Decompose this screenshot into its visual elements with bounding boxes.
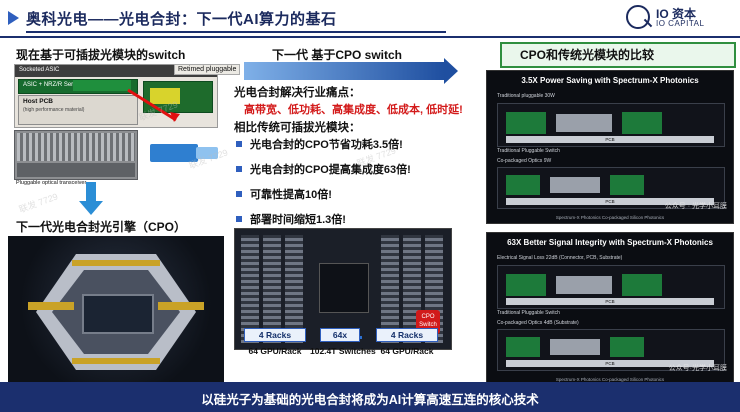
slide-watermark: 公众号·光学小耳膜 <box>668 365 727 372</box>
next-gen-title: 下一代 基于CPO switch <box>272 48 403 62</box>
host-pcb-block: Host PCB (high performance material) <box>18 95 138 125</box>
signal-row1-panel: PCB <box>497 265 725 309</box>
red-arrow-icon <box>124 86 194 126</box>
power-row1-panel: PCB <box>497 103 725 147</box>
list-item: 光电合封的CPO提高集成度63倍! <box>236 161 450 177</box>
signal-row2-label: Traditional Pluggable Switch <box>497 310 560 316</box>
socketed-asic-label: Socketed ASIC <box>19 67 60 73</box>
rack-box-left: 4 Racks <box>244 328 306 342</box>
footer-text: 以硅光子为基础的光电合封将成为AI计算高速互连的核心技术 <box>201 393 539 407</box>
asic-block <box>73 80 131 91</box>
logo-text-cn: IO 资本 <box>656 7 697 21</box>
pcb-layer: PCB <box>506 198 714 205</box>
optical-engine-block <box>610 337 644 357</box>
signal-row3-panel: PCB <box>497 329 725 371</box>
power-row3-panel: PCB <box>497 167 725 209</box>
page-watermark: 联发 7729 <box>17 191 60 215</box>
host-pcb-label: Host PCB <box>23 98 53 105</box>
pain-point-heading: 光电合封解决行业痛点： <box>234 87 361 99</box>
signal-integrity-slide: 63X Better Signal Integrity with Spectru… <box>486 232 734 386</box>
brand-logo: IO 资本 IO CAPITAL <box>626 4 730 34</box>
logo-mark-icon <box>626 5 650 29</box>
pain-point-highlight: 高带宽、低功耗、高集成度、低成本, 低时延! <box>244 104 463 116</box>
rack-column <box>263 235 281 343</box>
signal-slide-footer: Spectrum-X Photonics Co-packaged Silicon… <box>555 377 665 382</box>
cpo-gold-left <box>28 302 74 310</box>
slide-footer: 以硅光子为基础的光电合封将成为AI计算高速互连的核心技术 <box>0 382 740 412</box>
comparison-title: CPO和传统光模块的比较 <box>520 48 655 62</box>
optical-engine-block <box>622 112 662 134</box>
rack-box-right: 4 Racks <box>376 328 438 342</box>
connector-fins <box>17 133 135 161</box>
slide-header: 奥科光电——光电合封：下一代AI算力的基石 IO 资本 IO CAPITAL <box>0 0 740 38</box>
pcb-layer: PCB <box>506 136 714 143</box>
power-saving-title: 3.5X Power Saving with Spectrum-X Photon… <box>521 76 699 85</box>
title-underline <box>26 31 446 33</box>
slide-watermark: 公众号 · 光学小耳膜 <box>664 203 727 210</box>
cpo-switch-chip-label: CPO Switch <box>419 314 437 328</box>
rack-sub-mid: 102.4T Switches <box>310 346 376 356</box>
connector-photo <box>14 130 138 180</box>
transceiver-tip <box>196 147 218 159</box>
cpo-die <box>82 294 154 334</box>
signal-integrity-title: 63X Better Signal Integrity with Spectru… <box>507 238 713 247</box>
rack-box-mid: 64x <box>320 328 360 342</box>
connector-caption: Pluggable optical transceiver <box>16 180 87 186</box>
optical-engine-block <box>506 112 546 134</box>
signal-row1-label: Electrical Signal Loss 22dB (Connector, … <box>497 255 623 261</box>
list-item: 可靠性提高10倍! <box>236 186 450 202</box>
cpo-gold-top <box>72 260 160 266</box>
optical-engine-block <box>622 274 662 296</box>
benefit-bullet-list: 光电合封的CPO节省功耗3.5倍! 光电合封的CPO提高集成度63倍! 可靠性提… <box>236 136 450 236</box>
down-arrow-icon <box>78 182 104 216</box>
page-title: 奥科光电——光电合封：下一代AI算力的基石 <box>26 11 337 28</box>
host-pcb-note: (high performance material) <box>23 107 85 113</box>
retimed-pluggable-label: Retimed pluggable <box>174 64 241 75</box>
logo-text-en: IO CAPITAL <box>656 19 705 28</box>
next-gen-gradient-arrow <box>244 58 458 84</box>
cpo-gold-bottom <box>72 358 160 364</box>
optical-engine-block <box>610 175 644 195</box>
electrical-switch-block <box>550 339 600 355</box>
optical-transceiver-photo <box>150 136 220 170</box>
cpo-gold-right <box>158 302 204 310</box>
transceiver-body <box>150 144 198 162</box>
rack-column <box>241 235 259 343</box>
comparison-heading: 相比传统可插拔光模块： <box>234 122 361 134</box>
power-row2-label: Traditional Pluggable Switch <box>497 148 560 154</box>
power-row3-label: Co-packaged Optics 9W <box>497 158 552 164</box>
module-gold-pad <box>150 88 180 104</box>
rack-column <box>285 235 303 343</box>
comparison-title-box <box>500 42 736 68</box>
cpo-switch-box: CPO Switch <box>319 263 440 334</box>
optical-engine-block <box>506 274 546 296</box>
pcb-layer: PCB <box>506 360 714 367</box>
left-section-title: 现在基于可插拔光模块的switch <box>16 48 186 62</box>
electrical-switch-block <box>556 276 612 294</box>
cpo-engine-title: 下一代光电合封光引擎（CPO） <box>16 220 187 234</box>
electrical-switch-block <box>550 177 600 193</box>
pcb-layer: PCB <box>506 298 714 305</box>
signal-row3-label: Co-packaged Optics 4dB (Substrate) <box>497 320 579 326</box>
power-saving-slide: 3.5X Power Saving with Spectrum-X Photon… <box>486 70 734 224</box>
socketed-asic-bar: Socketed ASIC <box>15 65 217 77</box>
rack-sub-right: 64 GPU/Rack <box>380 346 434 356</box>
power-slide-footer: Spectrum-X Photonics Co-packaged Silicon… <box>555 215 665 220</box>
optical-engine-block <box>506 175 540 195</box>
triangle-bullet-icon <box>8 11 19 25</box>
electrical-switch-block <box>556 114 612 132</box>
connector-base <box>17 163 135 177</box>
power-row1-label: Traditional pluggable 30W <box>497 93 555 99</box>
rack-sub-left: 64 GPU/Rack <box>248 346 302 356</box>
rack-column <box>381 235 399 343</box>
list-item: 光电合封的CPO节省功耗3.5倍! <box>236 136 450 152</box>
list-item: 部署时间缩短1.3倍! <box>236 211 450 227</box>
asic-serdes-label: ASIC + NRZ/R SerDes <box>23 82 84 88</box>
cpo-engine-photo <box>8 236 224 386</box>
optical-engine-block <box>506 337 540 357</box>
